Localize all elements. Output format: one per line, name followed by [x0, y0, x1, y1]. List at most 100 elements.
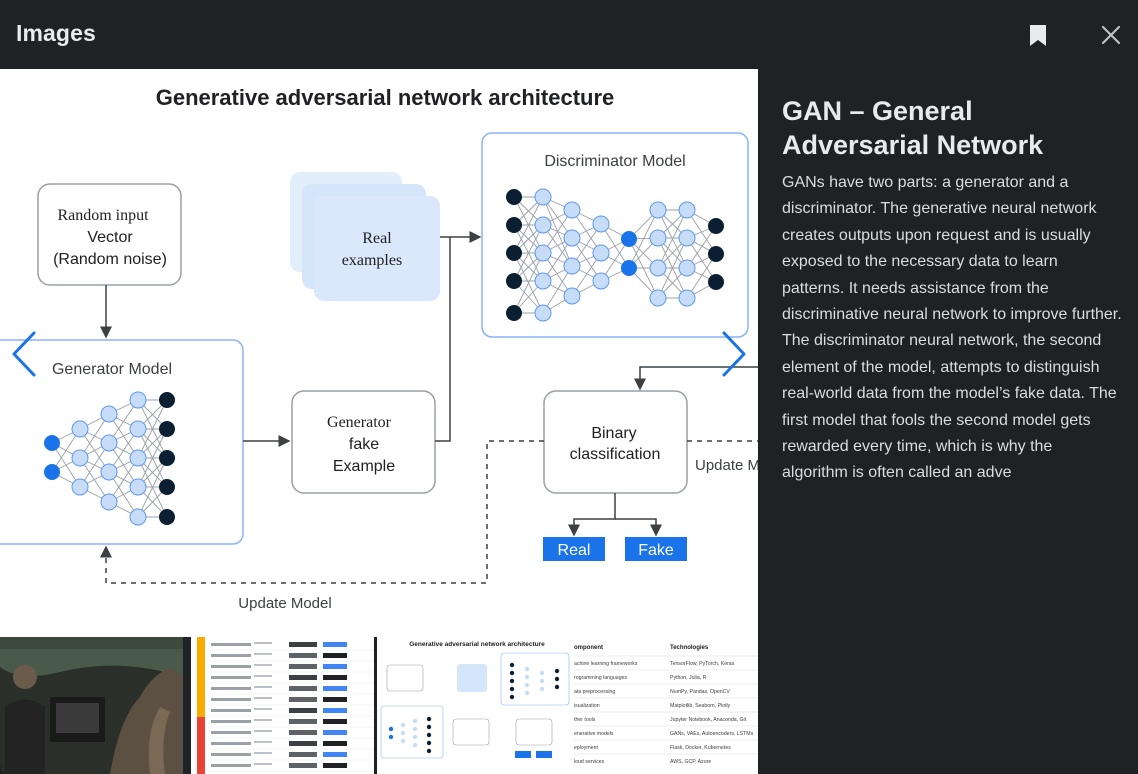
image-description: GANs have two parts: a generator and a d… [782, 174, 1122, 482]
thumbnail-photo [0, 637, 183, 774]
network-node [621, 231, 637, 247]
fake-output-label: Fake [638, 542, 674, 559]
network-node [534, 304, 552, 322]
real-examples-line-1: Real [362, 230, 392, 247]
network-node [129, 449, 147, 467]
network-node [506, 189, 522, 205]
network-node [708, 218, 724, 234]
update-model-left-label: Update Model [238, 595, 331, 612]
real-output-label: Real [558, 542, 591, 559]
network-node [159, 421, 175, 437]
network-node [71, 478, 89, 496]
network-node [649, 201, 667, 219]
thumbnail-tech-table: omponent Technologies achine learning fram… [574, 637, 758, 774]
thumbnail-4-cell: ther tools [574, 717, 596, 723]
image-title: GAN – General Adversarial Network [782, 96, 1044, 160]
network-node [592, 215, 610, 233]
thumbnail-4-cell: enerative models [574, 731, 614, 737]
binary-line-2: classification [570, 446, 661, 463]
network-node [159, 392, 175, 408]
update-model-right-label: Update M [695, 457, 758, 474]
header: Images [0, 0, 1138, 69]
network-node [506, 245, 522, 261]
network-node [129, 420, 147, 438]
thumbnail-gan-diagram: Generative adversarial network architect… [377, 637, 576, 774]
network-node [71, 420, 89, 438]
network-node [678, 289, 696, 307]
network-node [649, 229, 667, 247]
thumbnail-1[interactable] [0, 637, 183, 774]
network-node [708, 274, 724, 290]
bookmark-icon[interactable] [1029, 24, 1047, 47]
network-node [534, 272, 552, 290]
fake-output-box [625, 537, 687, 561]
network-node [534, 216, 552, 234]
network-node [708, 246, 724, 262]
chevron-left-icon[interactable] [4, 327, 44, 381]
discriminator-label: Discriminator Model [544, 153, 685, 170]
thumbnail-table-image [191, 637, 374, 774]
thumbnail-4-cell: Matplotlib, Seaborn, Plotly [670, 703, 731, 709]
thumbnail-3[interactable]: Generative adversarial network architect… [377, 637, 576, 774]
thumbnail-4-cell: AWS, GCP, Azure [670, 759, 711, 765]
thumbnail-4-cell: TensorFlow, PyTorch, Keras [670, 661, 735, 667]
random-input-line-2: Vector [87, 229, 133, 246]
network-node [159, 479, 175, 495]
thumbnail-4-cell: isualization [574, 703, 600, 709]
random-input-box [37, 183, 182, 286]
thumbnail-4-cell: Python, Julia, R [670, 675, 707, 681]
image-info-panel: GAN – General Adversarial Network GANs h… [782, 94, 1122, 487]
network-node [159, 509, 175, 525]
network-node [678, 229, 696, 247]
network-node [506, 217, 522, 233]
network-node [100, 493, 118, 511]
network-node [563, 257, 581, 275]
thumbnail-4-header-component: omponent [574, 645, 603, 651]
real-examples-card [314, 196, 440, 301]
network-node [534, 244, 552, 262]
network-node [100, 463, 118, 481]
generator-label: Generator Model [52, 361, 172, 378]
thumbnail-4-cell: eployment [574, 745, 598, 751]
network-node [678, 201, 696, 219]
chevron-right-icon[interactable] [714, 327, 754, 381]
thumbnail-2[interactable] [191, 637, 374, 774]
network-node [592, 244, 610, 262]
thumbnail-4-cell: NumPy, Pandas, OpenCV [670, 689, 730, 695]
binary-line-1: Binary [591, 425, 636, 442]
discriminator-network [506, 188, 724, 322]
network-node [71, 449, 89, 467]
thumbnail-4[interactable]: omponent Technologies achine learning fram… [574, 637, 758, 774]
real-examples-line-2: examples [342, 252, 402, 269]
network-node [129, 478, 147, 496]
close-icon[interactable] [1100, 24, 1122, 46]
thumbnail-4-cell: Jupyter Notebook, Anaconda, Git [670, 717, 747, 723]
thumbnail-4-cell: Flask, Docker, Kubernetes [670, 745, 731, 751]
dialog-title: Images [16, 20, 96, 46]
network-node [44, 464, 60, 480]
network-node [44, 435, 60, 451]
thumbnail-4-header-technologies: Technologies [670, 645, 709, 651]
gan-diagram: Generative adversarial network architect… [0, 69, 758, 637]
network-node [592, 272, 610, 290]
network-node [159, 450, 175, 466]
network-node [506, 273, 522, 289]
network-node [649, 289, 667, 307]
random-input-line-1: Random input [57, 207, 149, 224]
real-output-box [543, 537, 605, 561]
network-node [563, 229, 581, 247]
main-image: Generative adversarial network architect… [0, 69, 758, 637]
network-node [678, 259, 696, 277]
network-node [129, 391, 147, 409]
fake-line-2: fake [349, 436, 379, 453]
thumbnail-4-cell: ata preprocessing [574, 689, 615, 695]
fake-line-1: Generator [327, 414, 392, 431]
network-node [506, 305, 522, 321]
thumbnail-4-cell: achine learning frameworks [574, 661, 638, 667]
thumbnail-4-cell: rogramming languages [574, 675, 627, 681]
thumbnail-strip: Generative adversarial network architect… [0, 637, 758, 774]
thumbnail-4-cell: GANs, VAEs, Autoencoders, LSTMs [670, 731, 754, 737]
binary-classification-box [543, 390, 688, 494]
generator-network [44, 391, 175, 526]
